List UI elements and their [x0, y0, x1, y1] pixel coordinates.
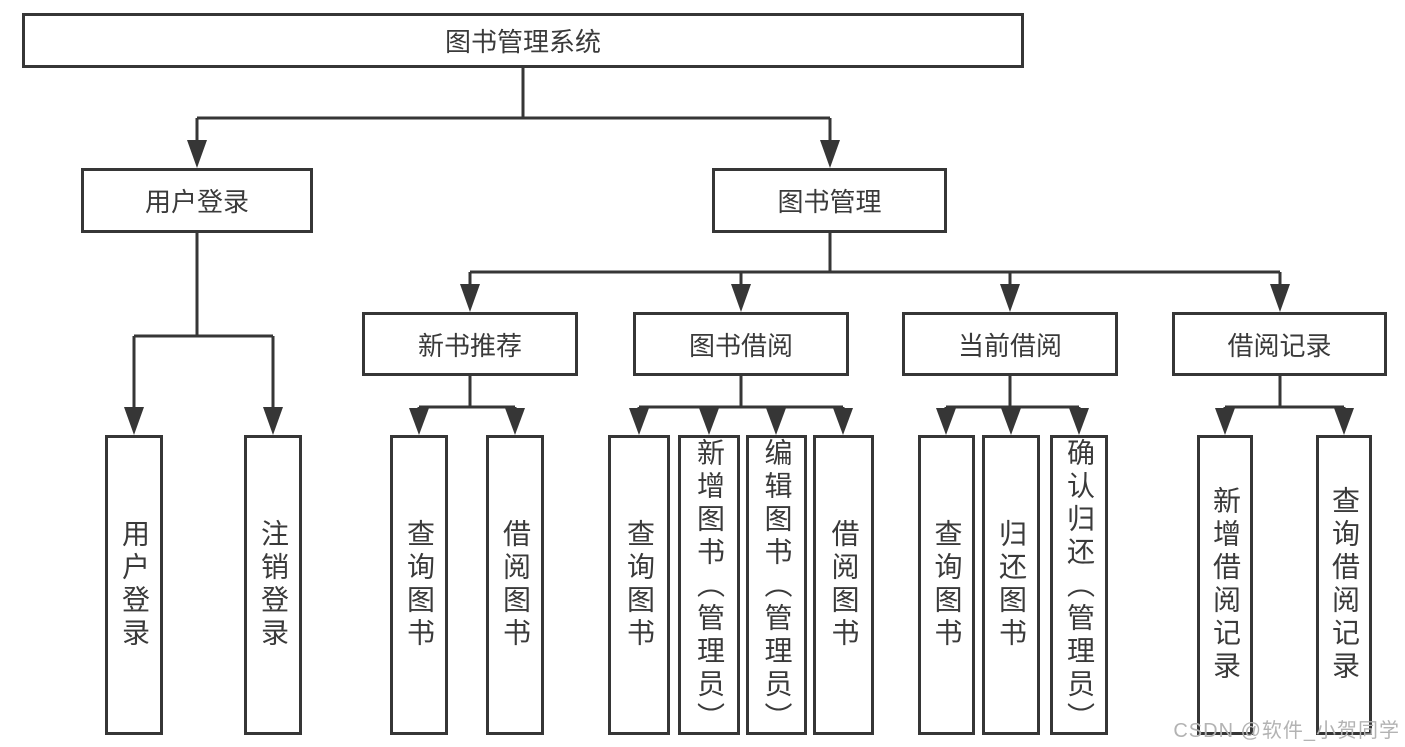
arrowhead-icon	[820, 140, 840, 168]
arrowhead-icon	[936, 408, 956, 435]
node-user-login: 用户登录	[81, 168, 313, 233]
node-current-borrow: 当前借阅	[902, 312, 1118, 376]
csdn-watermark: CSDN @软件_小贺同学	[1173, 720, 1400, 742]
arrowhead-icon	[460, 284, 480, 312]
arrowhead-icon	[1334, 408, 1354, 435]
arrowhead-icon	[629, 408, 649, 435]
leaf-user-login-label: 用户登录	[119, 519, 150, 651]
leaf-newrec-query-books-label: 查询图书	[404, 519, 435, 651]
leaf-borrowsec-add-books-admin-label: 新增图书（管理员）	[694, 438, 725, 735]
leaf-records-add-record-label: 新增借阅记录	[1210, 486, 1241, 684]
node-book-mgmt: 图书管理	[712, 168, 947, 233]
node-borrow-records-label: 借阅记录	[1227, 330, 1332, 361]
node-root: 图书管理系统	[22, 13, 1024, 68]
arrowhead-icon	[505, 408, 525, 435]
connector-current-borrow-to-leaves	[936, 376, 1089, 435]
arrowhead-icon	[124, 407, 144, 435]
arrowhead-icon	[1270, 284, 1290, 312]
node-book-borrow: 图书借阅	[633, 312, 849, 376]
branch-line	[1223, 376, 1346, 418]
leaf-logout-label: 注销登录	[258, 519, 289, 651]
leaf-records-query-record-label: 查询借阅记录	[1329, 486, 1360, 684]
node-book-mgmt-label: 图书管理	[777, 187, 882, 217]
connector-book-mgmt-to-level3	[460, 233, 1290, 312]
arrowhead-icon	[1069, 408, 1089, 435]
leaf-current-query-books: 查询图书	[918, 435, 975, 735]
leaf-borrowsec-edit-books-admin-label: 编辑图书（管理员）	[761, 438, 793, 735]
leaf-current-return-books-label: 归还图书	[996, 519, 1027, 651]
leaf-current-query-books-label: 查询图书	[931, 519, 963, 651]
node-borrow-records: 借阅记录	[1172, 312, 1387, 376]
leaf-borrowsec-query-books: 查询图书	[608, 435, 670, 735]
arrowhead-icon	[1001, 408, 1021, 435]
connector-user-login-to-leaves	[124, 233, 283, 435]
arrowhead-icon	[699, 408, 719, 435]
arrowhead-icon	[833, 408, 853, 435]
leaf-borrowsec-borrow-books: 借阅图书	[813, 435, 874, 735]
connector-book-borrow-to-leaves	[629, 376, 853, 435]
arrowhead-icon	[766, 408, 786, 435]
leaf-current-return-books: 归还图书	[982, 435, 1040, 735]
leaf-borrowsec-add-books-admin: 新增图书（管理员）	[678, 435, 740, 735]
arrowhead-icon	[263, 407, 283, 435]
arrowhead-icon	[187, 140, 207, 168]
arrowhead-icon	[731, 284, 751, 312]
arrowhead-icon	[1215, 408, 1235, 435]
leaf-borrowsec-borrow-books-label: 借阅图书	[828, 519, 860, 651]
arrowhead-icon	[1000, 284, 1020, 312]
node-new-book-rec: 新书推荐	[362, 312, 578, 376]
leaf-newrec-borrow-books-label: 借阅图书	[500, 519, 531, 651]
branch-line	[637, 376, 845, 418]
leaf-borrowsec-query-books-label: 查询图书	[624, 519, 655, 651]
branch-line	[195, 68, 832, 150]
connector-root-to-level2	[187, 68, 840, 168]
branch-line	[417, 376, 517, 418]
node-user-login-label: 用户登录	[144, 187, 249, 217]
node-root-label: 图书管理系统	[444, 27, 601, 57]
branch-line	[468, 233, 1282, 295]
connector-borrow-records-to-leaves	[1215, 376, 1354, 435]
leaf-newrec-borrow-books: 借阅图书	[486, 435, 544, 735]
connector-new-book-to-leaves	[409, 376, 525, 435]
leaf-current-confirm-return-admin-label: 确认归还（管理员）	[1064, 438, 1095, 735]
node-book-borrow-label: 图书借阅	[688, 330, 793, 361]
arrowhead-icon	[409, 408, 429, 435]
leaf-user-login: 用户登录	[105, 435, 163, 735]
leaf-logout: 注销登录	[244, 435, 302, 735]
branch-line	[132, 233, 275, 417]
leaf-newrec-query-books: 查询图书	[390, 435, 448, 735]
node-current-borrow-label: 当前借阅	[957, 330, 1062, 361]
leaf-current-confirm-return-admin: 确认归还（管理员）	[1050, 435, 1108, 735]
leaf-records-add-record: 新增借阅记录	[1197, 435, 1253, 735]
leaf-records-query-record: 查询借阅记录	[1316, 435, 1372, 735]
leaf-borrowsec-edit-books-admin: 编辑图书（管理员）	[746, 435, 807, 735]
node-new-book-rec-label: 新书推荐	[417, 330, 522, 361]
